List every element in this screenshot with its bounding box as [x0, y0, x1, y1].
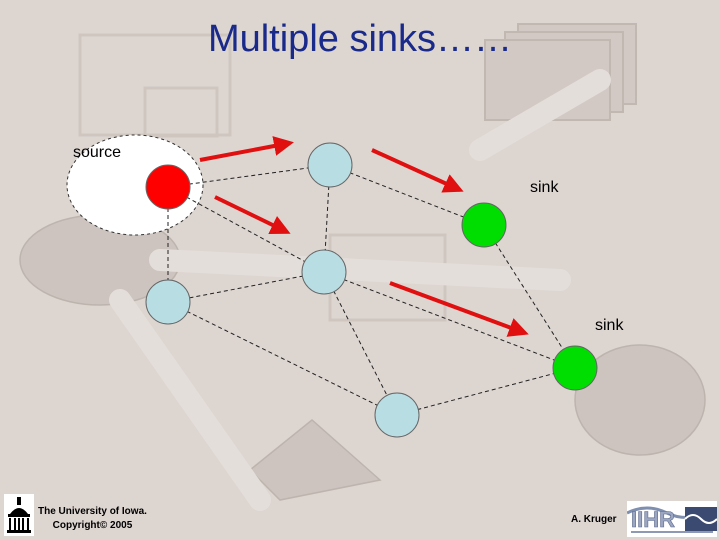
link [484, 225, 575, 368]
link [324, 272, 397, 415]
bg-band [120, 300, 260, 500]
sink-label: sink [595, 317, 623, 335]
svg-text:IIHR: IIHR [631, 507, 675, 532]
bg-rectangle [145, 88, 217, 136]
university-building-icon [4, 494, 34, 536]
relay-node [146, 280, 190, 324]
author-text: A. Kruger [571, 514, 617, 525]
arrow [372, 150, 460, 190]
sink-node [462, 203, 506, 247]
slide-title: Multiple sinks…… [0, 18, 720, 61]
source-node [146, 165, 190, 209]
background-bands [120, 80, 600, 500]
copyright-text: Copyright© 2005 [38, 519, 147, 533]
link [168, 272, 324, 302]
bg-triangle [250, 420, 380, 500]
institution-text: The University of Iowa. [38, 505, 147, 519]
link [397, 368, 575, 415]
sink-node [553, 346, 597, 390]
footer-institution: The University of Iowa. Copyright© 2005 [38, 505, 147, 533]
arrow [390, 283, 525, 333]
link [330, 165, 484, 225]
arrow [215, 197, 287, 232]
relay-node [308, 143, 352, 187]
background-blobs [20, 215, 705, 500]
bg-band [160, 260, 560, 280]
iihr-logo: IIHR [627, 501, 717, 537]
relay-node [302, 250, 346, 294]
relay-node [375, 393, 419, 437]
arrow [200, 143, 290, 160]
sink-label: sink [530, 179, 558, 197]
source-label: source [73, 144, 121, 162]
